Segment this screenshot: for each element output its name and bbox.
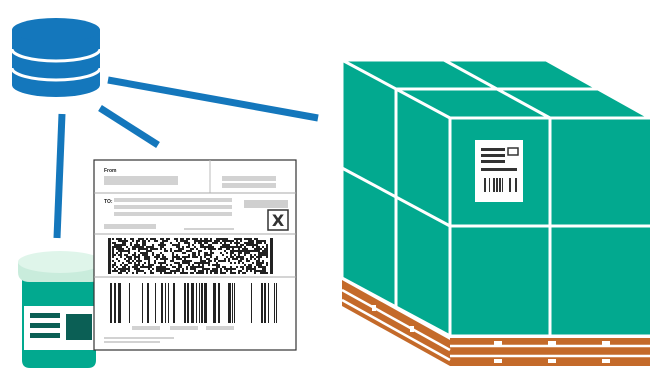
pallet-shipment-icon: [342, 60, 650, 366]
shipping-label-icon: From TO: X: [94, 160, 296, 350]
connector-db-to-pallet: [108, 80, 318, 118]
label-from-text: From: [104, 168, 117, 174]
label-to-text: TO:: [104, 199, 113, 205]
label-checkbox-mark: X: [272, 211, 285, 230]
database-icon: [12, 18, 100, 97]
connector-db-to-bottle: [57, 114, 62, 238]
packing-list-label: [475, 140, 523, 202]
pill-bottle-icon: [18, 251, 102, 368]
connector-db-to-label: [100, 108, 158, 145]
